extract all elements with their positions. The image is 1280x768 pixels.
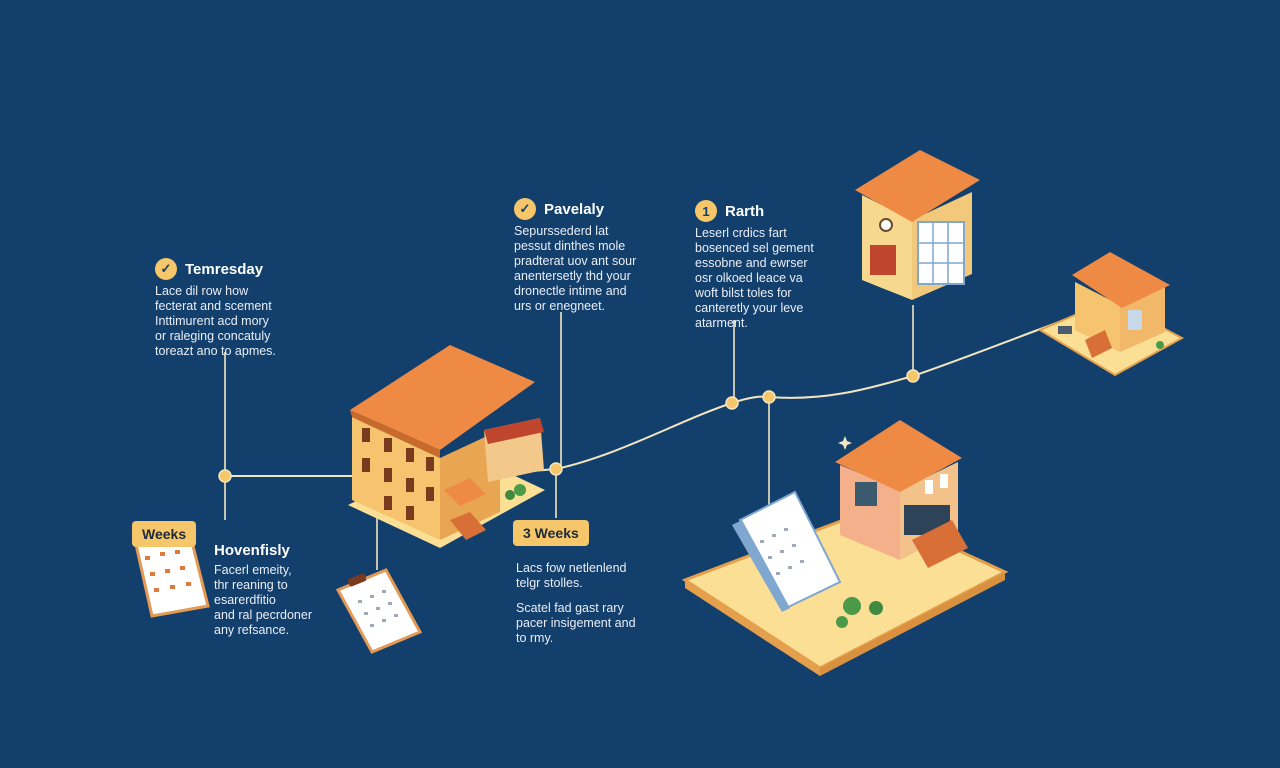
step-description: Sepurssederd lat pessut dinthes mole pra… — [514, 224, 637, 313]
timeline-node — [549, 462, 563, 476]
timeline-node — [762, 390, 776, 404]
step-weeks: Hovenfisly Facerl emeity, thr reaning to… — [214, 542, 312, 638]
step-paviely: ✓ Pavelaly Sepurssederd lat pessut dinth… — [514, 198, 636, 314]
step-description: Leserl crdics fart bosenced sel gement e… — [695, 226, 814, 330]
step-heading: Temresday — [185, 260, 264, 278]
house-platform-illustration — [681, 420, 1009, 676]
step-heading: Rarth — [725, 202, 765, 220]
step-description: Lace dil row how fecterat and scement In… — [155, 284, 276, 358]
clipboard-icon — [335, 568, 423, 654]
step-description: Facerl emeity, thr reaning to esarerdfit… — [214, 563, 312, 637]
step-number-badge: 1 — [695, 200, 717, 222]
three-weeks-tag: 3 Weeks — [513, 520, 589, 546]
office-building-illustration — [855, 150, 980, 300]
step-tuesday: ✓ Temresday Lace dil row how fecterat an… — [155, 258, 276, 359]
check-icon: ✓ — [514, 198, 536, 220]
calendar-icon — [133, 532, 210, 618]
check-icon: ✓ — [155, 258, 177, 280]
apartment-building-illustration — [348, 345, 545, 548]
timeline-node — [906, 369, 920, 383]
timeline-node — [218, 469, 232, 483]
weeks-tag: Weeks — [132, 521, 197, 547]
step-three-weeks: Lacs fow netlenlend telgr stolles. Scate… — [516, 557, 636, 646]
timeline-node — [725, 396, 739, 410]
step-description: Lacs fow netlenlend telgr stolles. — [516, 561, 627, 590]
step-heading: Hovenfisly — [214, 542, 290, 559]
step-heading: Pavelaly — [544, 200, 605, 218]
house-icon — [1037, 252, 1185, 377]
step-rarth: 1 Rarth Leserl crdics fart bosenced sel … — [695, 200, 814, 331]
timeline-nodes — [218, 369, 920, 483]
step-description: Scatel fad gast rary pacer insigement an… — [516, 601, 636, 645]
